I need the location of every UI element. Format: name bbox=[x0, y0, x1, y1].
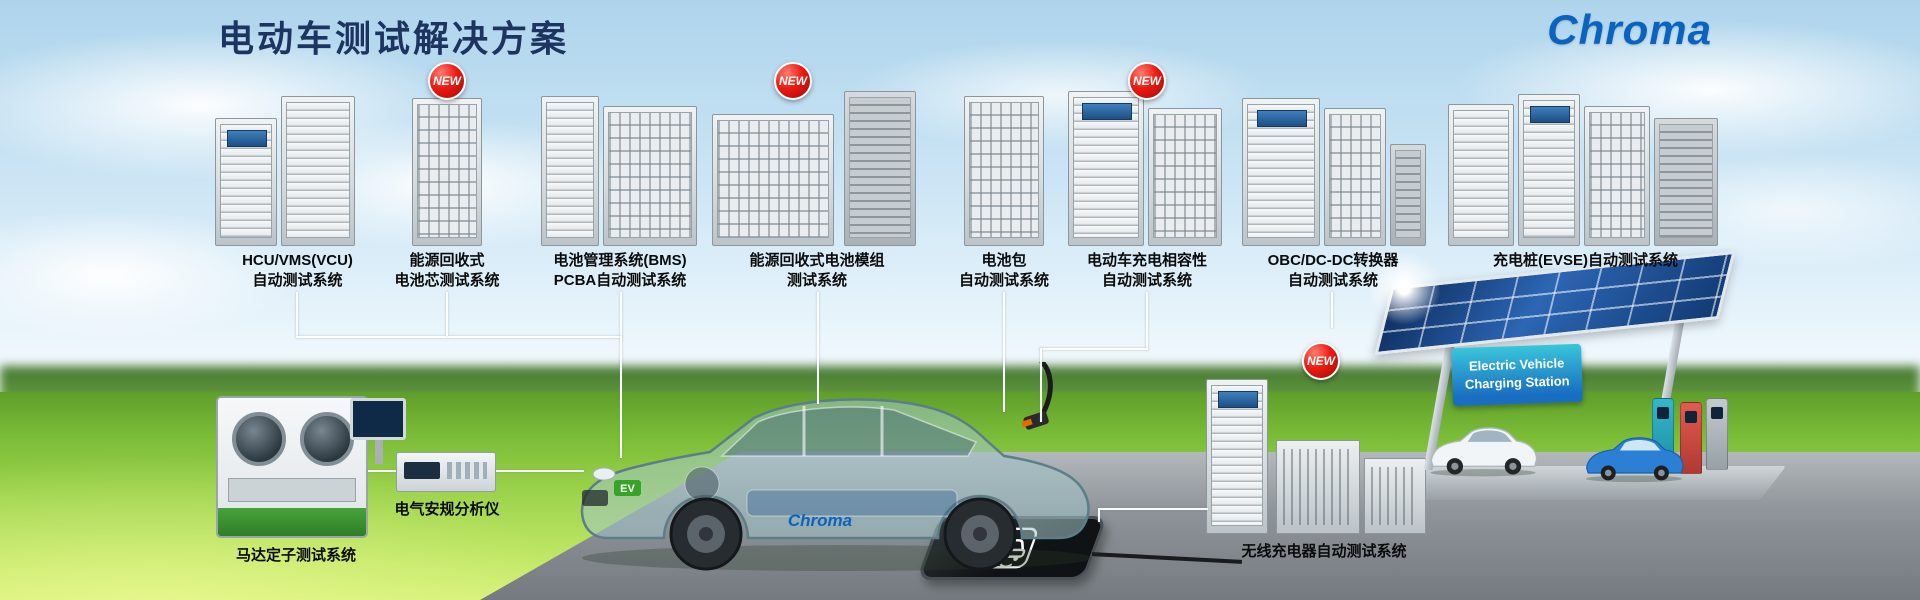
station-battery-cell: NEW 能源回收式电池芯测试系统 bbox=[392, 62, 502, 291]
connector-line bbox=[817, 292, 819, 404]
white-car bbox=[1430, 427, 1538, 477]
test-rack bbox=[281, 96, 355, 246]
sign-line2: Charging Station bbox=[1464, 373, 1570, 393]
car-glass bbox=[720, 406, 978, 457]
cloud bbox=[1600, 150, 1920, 270]
motor-stator-tester bbox=[216, 396, 368, 538]
equipment-racks bbox=[215, 88, 380, 246]
monitor-stand bbox=[375, 440, 383, 464]
car-shadow bbox=[582, 545, 1092, 571]
connector-line bbox=[1098, 508, 1208, 510]
rear-wheel-center bbox=[973, 527, 987, 541]
station-label: HCU/VMS(VCU)自动测试系统 bbox=[242, 252, 353, 289]
test-rack bbox=[603, 106, 697, 246]
station-obc-dcdc: OBC/DC-DC转换器自动测试系统 bbox=[1238, 88, 1428, 291]
connector-line bbox=[1003, 292, 1005, 412]
wireless-charger-label: 无线充电器自动测试系统 bbox=[1241, 543, 1407, 560]
blue-car bbox=[1585, 437, 1684, 483]
connector-line bbox=[1331, 292, 1333, 328]
test-rack bbox=[844, 91, 916, 246]
test-rack bbox=[1390, 144, 1426, 246]
monitor-screen bbox=[350, 398, 406, 440]
chroma-logo: Chroma bbox=[1547, 6, 1712, 53]
connector-line bbox=[1040, 348, 1042, 422]
safety-analyzer-label: 电气安规分析仪 bbox=[394, 501, 500, 518]
stator-disc bbox=[232, 412, 286, 466]
charging-gun-grip bbox=[1021, 418, 1033, 428]
station-evse: 充电桩(EVSE)自动测试系统 bbox=[1448, 88, 1723, 271]
headlight bbox=[592, 467, 616, 481]
wireless-test-unit bbox=[1276, 440, 1360, 534]
connector-line bbox=[620, 292, 622, 336]
test-rack bbox=[712, 114, 834, 246]
equipment-racks bbox=[712, 88, 922, 246]
connector-line bbox=[1098, 508, 1100, 522]
machine-base bbox=[218, 508, 366, 536]
station-label: 电池管理系统(BMS)PCBA自动测试系统 bbox=[553, 252, 687, 289]
test-rack bbox=[541, 96, 599, 246]
charging-dispenser bbox=[1680, 402, 1702, 474]
test-rack bbox=[1206, 379, 1268, 534]
wireless-test-unit bbox=[1364, 458, 1426, 534]
equipment-racks bbox=[535, 88, 705, 246]
connector-line bbox=[1146, 292, 1148, 350]
connector-line bbox=[496, 470, 584, 472]
charging-station-sign: Electric Vehicle Charging Station bbox=[1451, 343, 1583, 407]
test-rack bbox=[1068, 91, 1144, 246]
equipment-racks bbox=[1448, 88, 1723, 246]
station-label: OBC/DC-DC转换器自动测试系统 bbox=[1267, 252, 1399, 289]
motor-stator-label: 马达定子测试系统 bbox=[235, 547, 356, 564]
connector-line bbox=[296, 292, 298, 336]
test-rack bbox=[1584, 106, 1650, 246]
car-illustration: EV Chroma bbox=[580, 362, 1092, 571]
ev-badge-text: EV bbox=[620, 483, 635, 495]
connector-line bbox=[296, 336, 622, 338]
new-badge: NEW bbox=[1128, 62, 1166, 100]
motor bbox=[684, 466, 720, 502]
control-panel bbox=[228, 478, 356, 502]
sun-glare bbox=[1362, 246, 1446, 330]
station-charging-compatibility: NEW 电动车充电相容性自动测试系统 bbox=[1068, 62, 1226, 291]
equipment-racks bbox=[392, 88, 502, 246]
test-rack bbox=[1324, 108, 1386, 246]
new-badge: NEW bbox=[774, 62, 812, 100]
equipment-racks bbox=[1068, 88, 1226, 246]
station-hcu-vcu: HCU/VMS(VCU)自动测试系统 bbox=[215, 88, 380, 291]
new-badge: NEW bbox=[428, 62, 466, 100]
connector-line bbox=[620, 336, 622, 458]
station-battery-pack: 电池包自动测试系统 bbox=[950, 88, 1058, 291]
charging-dispenser bbox=[1706, 398, 1728, 470]
stator-disc bbox=[300, 412, 354, 466]
new-badge: NEW bbox=[1302, 342, 1340, 380]
test-rack bbox=[1148, 108, 1222, 246]
safety-analyzer bbox=[396, 452, 496, 492]
car-grille bbox=[582, 490, 608, 506]
test-rack bbox=[412, 98, 482, 246]
test-rack bbox=[215, 118, 277, 246]
station-label: 电动车充电相容性自动测试系统 bbox=[1086, 252, 1207, 289]
test-rack bbox=[964, 96, 1044, 246]
car-brand-text: Chroma bbox=[788, 511, 852, 530]
page-title: 电动车测试解决方案 bbox=[218, 18, 570, 59]
front-wheel-center bbox=[699, 527, 713, 541]
station-battery-module: NEW 能源回收式电池模组测试系统 bbox=[712, 62, 922, 291]
test-rack bbox=[1242, 98, 1320, 246]
charging-cable bbox=[1035, 362, 1053, 427]
station-label: 能源回收式电池模组测试系统 bbox=[749, 252, 885, 289]
station-bms-pcba: 电池管理系统(BMS)PCBA自动测试系统 bbox=[535, 88, 705, 291]
station-label: 充电桩(EVSE)自动测试系统 bbox=[1492, 252, 1678, 269]
battery-pack bbox=[746, 489, 958, 517]
ev-badge bbox=[614, 480, 641, 496]
station-label: 电池包自动测试系统 bbox=[958, 252, 1049, 289]
equipment-racks bbox=[1238, 88, 1428, 246]
test-rack bbox=[1518, 94, 1580, 246]
station-label: 能源回收式电池芯测试系统 bbox=[394, 252, 500, 289]
connector-line bbox=[446, 292, 448, 336]
connector-line bbox=[1040, 348, 1148, 350]
test-rack bbox=[1448, 104, 1514, 246]
test-rack bbox=[1654, 118, 1718, 246]
equipment-racks bbox=[950, 88, 1058, 246]
connector-line bbox=[368, 470, 396, 472]
wireless-test-rack-group bbox=[1206, 378, 1270, 534]
